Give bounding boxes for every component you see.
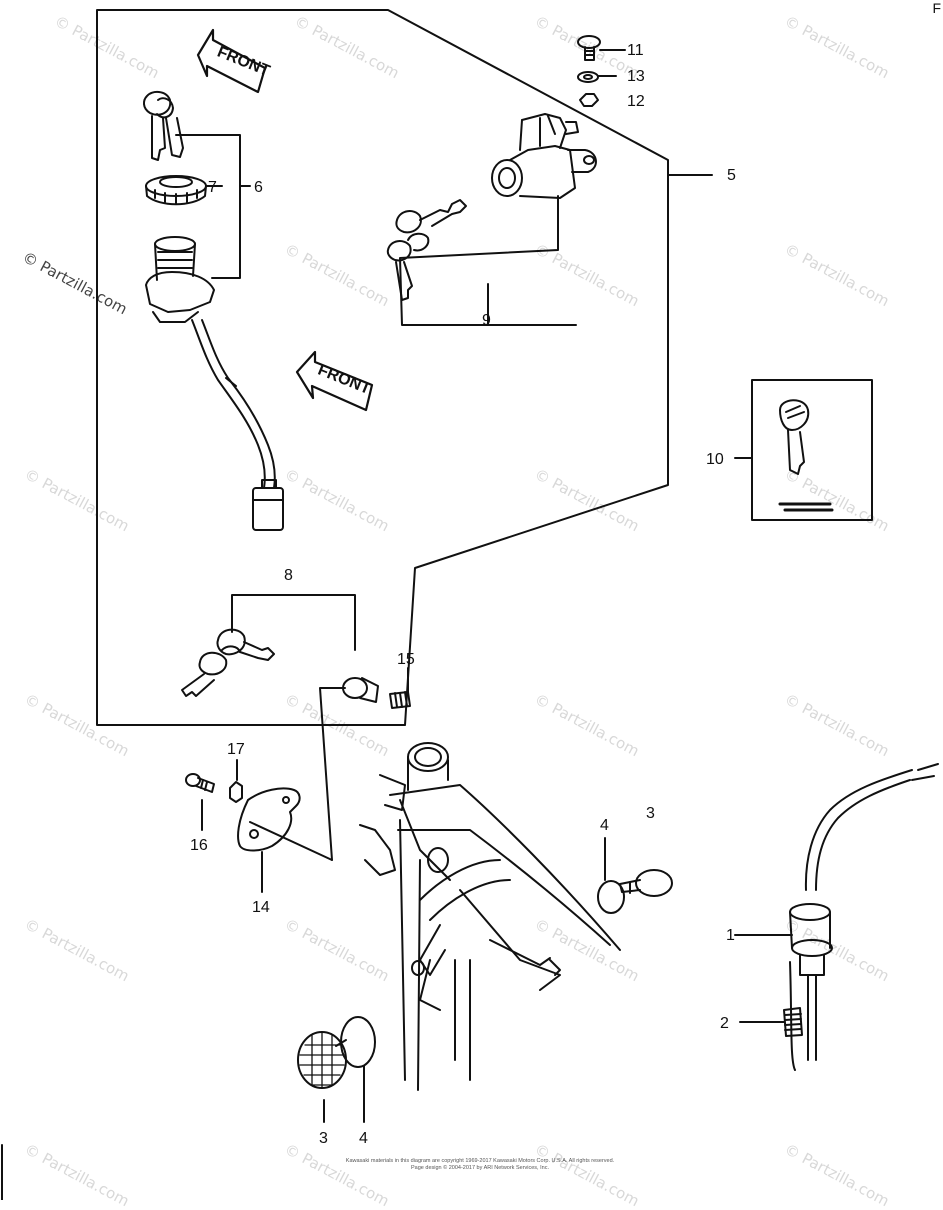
corner-mark: F — [932, 0, 941, 16]
key-card — [751, 379, 873, 521]
brake-switch — [789, 763, 939, 1071]
callout-1: 1 — [726, 927, 735, 944]
frame-section — [359, 742, 621, 1091]
callout-3-upper: 3 — [646, 805, 655, 822]
front-arrow-middle — [295, 350, 374, 412]
copyright-line: Kawasaki materials in this diagram are c… — [345, 1158, 615, 1164]
bracket-8 — [231, 594, 356, 651]
helmet-lock-cylinder — [342, 677, 379, 703]
callout-12: 12 — [627, 93, 645, 110]
callout-2: 2 — [720, 1015, 729, 1032]
bracket-plate-lower — [249, 821, 333, 861]
bracket-6 — [175, 134, 241, 279]
callout-3-lower: 3 — [319, 1130, 328, 1147]
reflector-upper — [597, 869, 673, 914]
ignition-key-pair — [143, 90, 184, 161]
front-arrow-top — [196, 28, 267, 94]
callout-4-lower: 4 — [359, 1130, 368, 1147]
callout-13: 13 — [627, 68, 645, 85]
washer-13 — [577, 71, 599, 83]
front-label-middle: FRONT — [315, 362, 373, 398]
nut-12 — [579, 93, 599, 107]
callout-6: 6 — [254, 179, 263, 196]
lock-key-pair — [386, 199, 467, 301]
callout-8: 8 — [284, 567, 293, 584]
screw-11 — [577, 35, 601, 61]
page-design-line: Page design © 2004-2017 by ARI Network S… — [411, 1165, 549, 1171]
callout-15: 15 — [397, 651, 415, 668]
steering-lock — [491, 113, 597, 199]
callout-7: 7 — [208, 179, 217, 196]
callout-9: 9 — [482, 312, 491, 329]
ignition-switch — [145, 236, 276, 489]
spring-15 — [389, 691, 411, 709]
spring-2 — [783, 1007, 803, 1037]
callout-16: 16 — [190, 837, 208, 854]
callout-4-upper: 4 — [600, 817, 609, 834]
nut-17 — [229, 781, 243, 803]
callout-5: 5 — [727, 167, 736, 184]
ignition-nut — [145, 175, 207, 206]
callout-11: 11 — [627, 42, 644, 59]
copyright-footer: Kawasaki materials in this diagram are c… — [330, 1158, 630, 1172]
callout-14: 14 — [252, 899, 270, 916]
ignition-connector — [252, 479, 284, 531]
bracket-9 — [399, 195, 577, 326]
callout-10: 10 — [706, 451, 724, 468]
bracket-plate — [319, 687, 346, 861]
helmet-lock-key-pair — [181, 628, 275, 697]
lock-plate-14 — [237, 787, 301, 852]
reflector-lower — [297, 1016, 376, 1089]
callout-17: 17 — [227, 741, 245, 758]
bolt-16 — [185, 773, 215, 793]
assembly-outline — [96, 9, 669, 726]
